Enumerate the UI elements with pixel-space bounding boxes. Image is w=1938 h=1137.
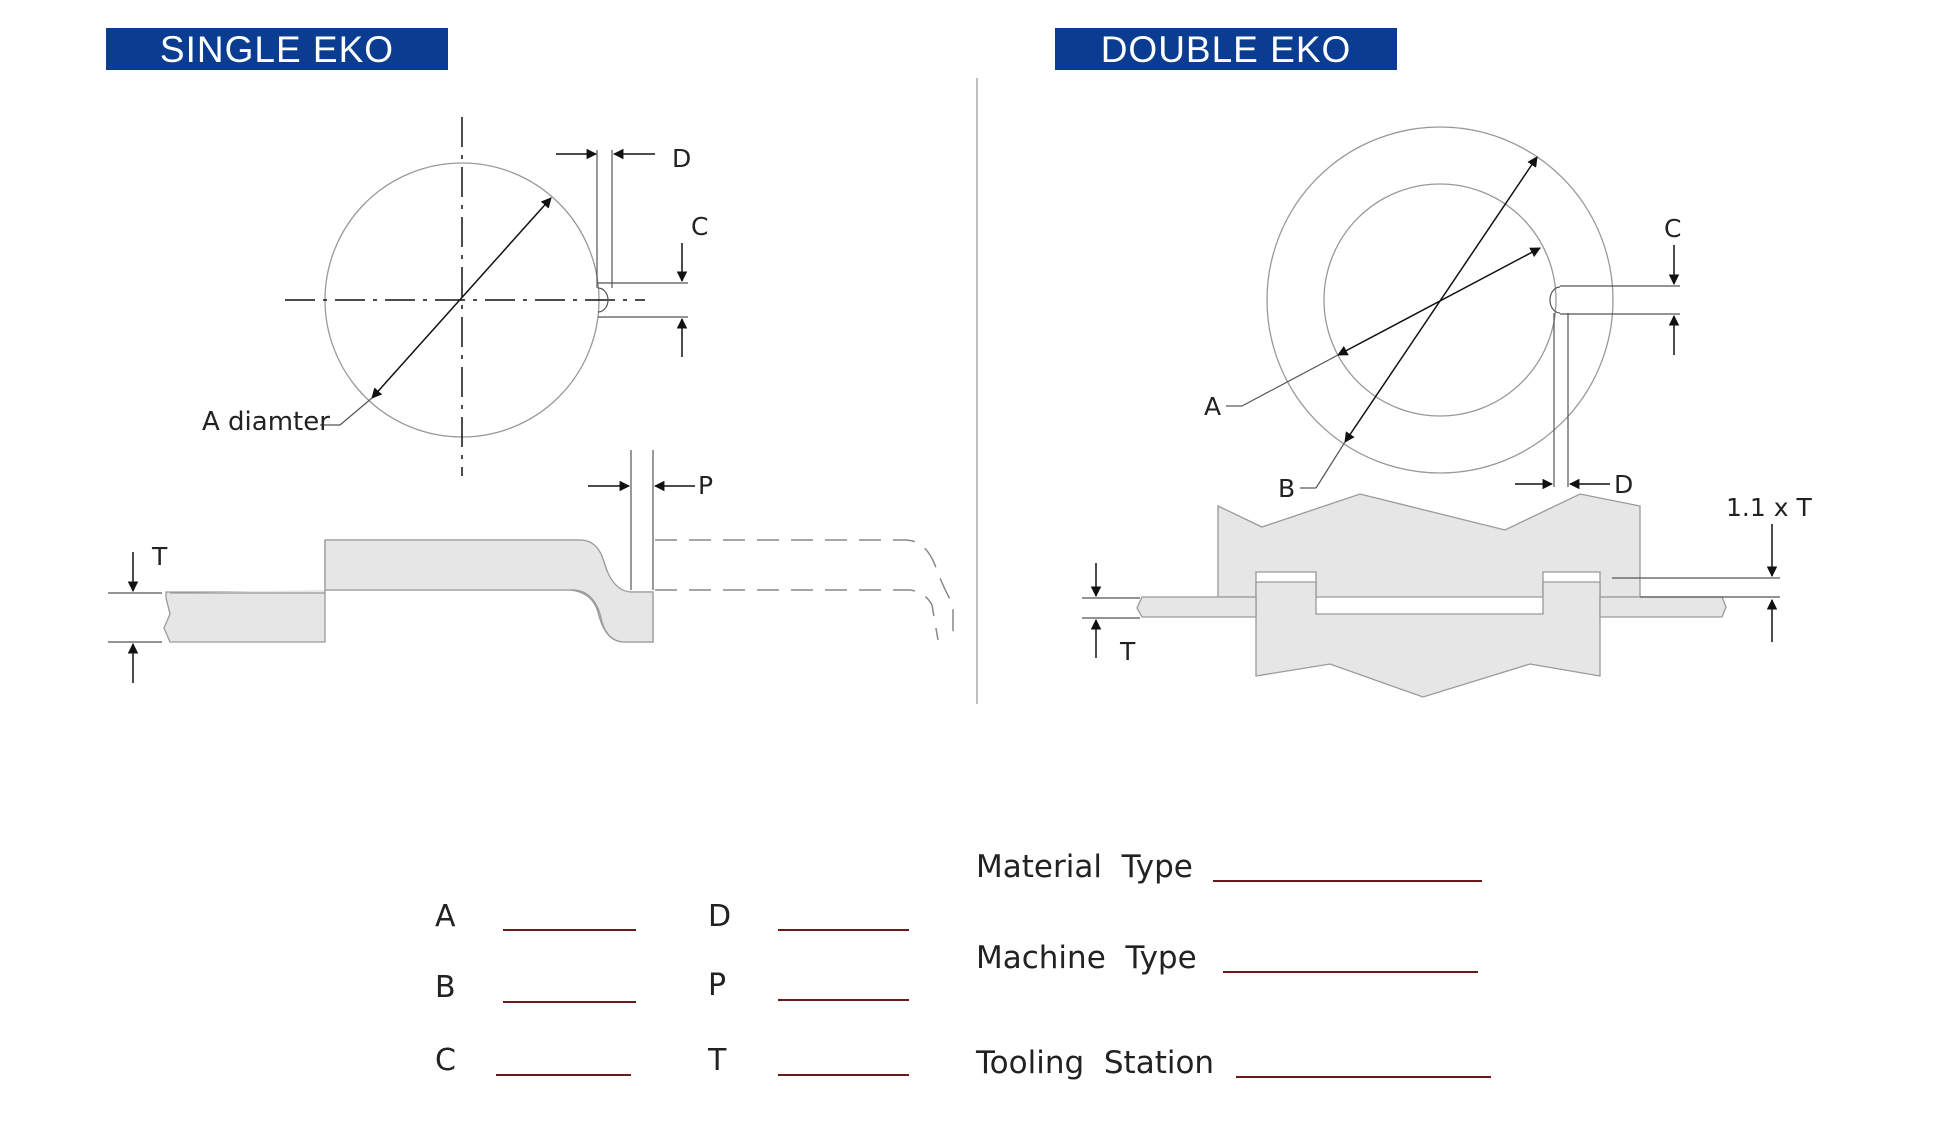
single-a-leader (339, 397, 373, 426)
single-dim-c-label: C (691, 212, 708, 241)
double-dim-d-label: D (1614, 470, 1633, 499)
double-b-arrow (1344, 156, 1538, 443)
single-dim-p-label: P (698, 471, 713, 500)
double-eko-header: DOUBLE EKO (1055, 28, 1397, 70)
double-sheet (1136, 596, 1257, 618)
double-eko-top-view (1226, 126, 1680, 490)
tooling-station-label: Tooling Station (975, 1045, 1214, 1081)
double-eko-title: DOUBLE EKO (1101, 29, 1352, 70)
field-t-label: T (707, 1043, 727, 1078)
field-p-label: P (708, 968, 726, 1003)
double-eko-side-profile (1082, 493, 1780, 698)
single-dim-t-label: T (151, 542, 168, 571)
single-eko-side-profile (108, 450, 954, 683)
field-c-label: C (435, 1043, 456, 1078)
double-dim-c-label: C (1664, 214, 1681, 243)
double-dim-t-label: T (1119, 637, 1136, 666)
single-a-diameter-label: A diamter (202, 407, 330, 437)
double-dim-1-1t-label: 1.1 x T (1726, 493, 1812, 522)
single-eko-top-view (285, 117, 688, 476)
double-notch (1549, 286, 1561, 314)
field-a-label: A (435, 899, 456, 934)
double-dim-a-label: A (1204, 392, 1221, 421)
double-a-arrow (1337, 247, 1541, 356)
material-type-label: Material Type (976, 849, 1193, 885)
single-eko-title: SINGLE EKO (160, 29, 394, 70)
form-fields: A B C D P T Material Type Machine Type T… (435, 849, 1491, 1081)
double-lower-tool (1255, 581, 1601, 698)
single-notch (597, 287, 609, 313)
single-diameter-arrow (371, 197, 552, 399)
single-dashed-continuation (655, 539, 954, 642)
machine-type-label: Machine Type (976, 940, 1197, 976)
double-outer-circle (1266, 126, 1614, 474)
single-dim-d-label: D (672, 144, 691, 173)
double-upper-tool (1217, 493, 1641, 598)
single-eko-header: SINGLE EKO (106, 28, 448, 70)
double-dim-b-label: B (1278, 474, 1295, 503)
field-b-label: B (435, 970, 456, 1005)
field-d-label: D (708, 899, 731, 934)
